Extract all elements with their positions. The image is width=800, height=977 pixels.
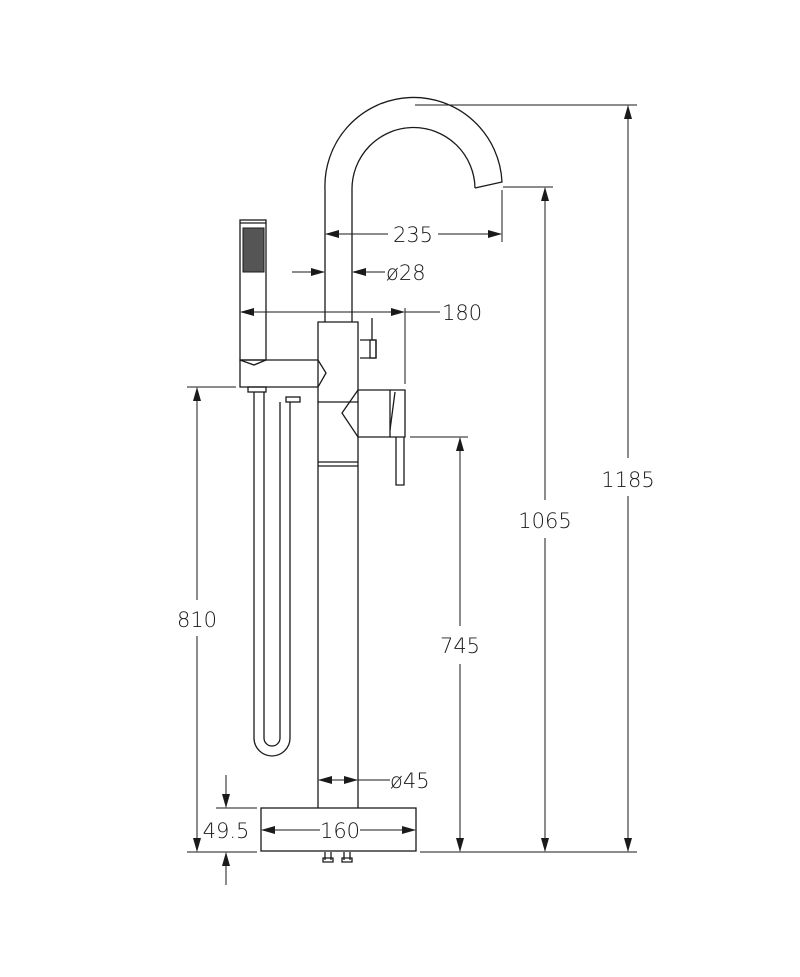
upper-body — [317, 321, 359, 403]
dimension-spout-diameter: ø28 — [292, 261, 426, 285]
holder-arm — [239, 359, 327, 388]
hose-outer — [253, 392, 291, 757]
spray-face — [242, 227, 265, 273]
hose-inner — [263, 392, 281, 747]
dimension-holder-height: 810 — [177, 386, 257, 853]
svg-text:49.5: 49.5 — [203, 819, 250, 843]
spout-inner — [351, 126, 476, 322]
lever-cap — [390, 389, 406, 438]
dimension-base-height: 49.5 — [203, 775, 257, 885]
column — [317, 402, 359, 808]
column-ring — [318, 461, 358, 467]
connectors — [324, 852, 351, 860]
svg-text:ø45: ø45 — [390, 769, 430, 793]
spout-outer — [324, 96, 503, 322]
dimension-spout-reach: 235 — [325, 190, 503, 247]
svg-text:745: 745 — [440, 634, 480, 658]
svg-text:ø28: ø28 — [386, 261, 426, 285]
dimension-column-diameter: ø45 — [318, 769, 430, 793]
main-lever — [395, 437, 405, 486]
dimension-base-width: 160 — [261, 819, 416, 843]
svg-text:1065: 1065 — [518, 509, 571, 533]
diverter-lever — [369, 318, 377, 359]
faucet-body — [260, 96, 503, 863]
svg-text:1185: 1185 — [601, 468, 654, 492]
svg-text:235: 235 — [393, 223, 433, 247]
svg-text:160: 160 — [320, 819, 360, 843]
dimension-lever-height: 745 — [410, 436, 480, 852]
svg-text:180: 180 — [442, 301, 482, 325]
dimension-handshower-offset: 180 — [240, 301, 482, 384]
svg-text:810: 810 — [177, 608, 217, 632]
dimension-spout-height: 1065 — [503, 186, 572, 852]
mixer-body — [341, 389, 391, 438]
hand-shower — [239, 219, 327, 757]
dimension-overall-height: 1185 — [415, 104, 655, 853]
